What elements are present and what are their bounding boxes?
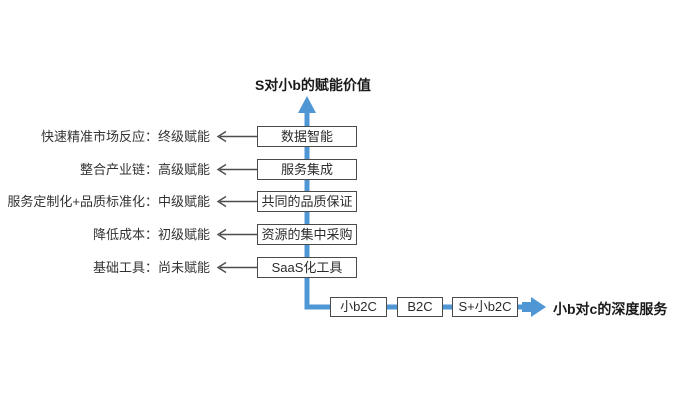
right-arrowhead-icon: [522, 297, 546, 317]
level-arrows-group: [216, 130, 257, 274]
box-centralized-procurement: 资源的集中采购: [257, 224, 357, 245]
box-data-intelligence: 数据智能: [257, 126, 357, 147]
level-label-basic: 降低成本：初级赋能: [92, 227, 210, 242]
box-b2c: B2C: [397, 297, 443, 317]
level-label-advanced: 整合产业链：高级赋能: [79, 162, 210, 177]
box-xiaob2c: 小b2C: [330, 297, 387, 317]
box-saas-tools: SaaS化工具: [257, 257, 357, 278]
level-label-none: 基础工具：尚未赋能: [92, 260, 210, 275]
up-arrowhead-icon: [298, 96, 316, 113]
level-label-intermediate: 服务定制化+品质标准化：中级赋能: [7, 194, 210, 209]
box-s-plus-xiaob2c: S+小b2C: [452, 297, 518, 317]
left-arrow-icon: [216, 228, 257, 241]
box-shared-quality-assurance: 共同的品质保证: [257, 191, 357, 212]
axis-title: S对小b的赋能价值: [255, 77, 371, 93]
left-arrow-icon: [216, 130, 257, 143]
left-arrow-icon: [216, 195, 257, 208]
level-label-ultimate: 快速精准市场反应：终级赋能: [40, 129, 210, 144]
left-arrow-icon: [216, 163, 257, 176]
left-arrow-icon: [216, 261, 257, 274]
bottom-axis-caption: 小b对c的深度服务: [553, 301, 668, 317]
box-service-integration: 服务集成: [257, 159, 357, 180]
